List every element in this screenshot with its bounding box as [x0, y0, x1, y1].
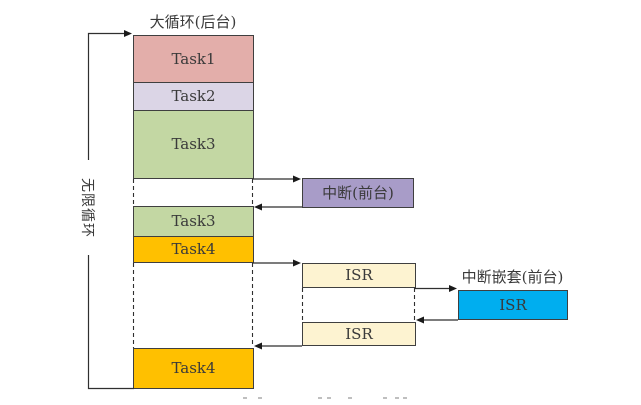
task3-block: Task3 [133, 110, 254, 179]
task4-block: Task4 [133, 236, 254, 263]
task2-block: Task2 [133, 82, 254, 111]
isr-return-arrowhead [254, 342, 262, 350]
task3-resumed-label: Task3 [171, 212, 216, 230]
infinite-loop-label: 无限循环 [77, 160, 99, 255]
nested-return-arrowhead [416, 316, 424, 324]
isr-resumed-block: ISR [302, 322, 416, 346]
task4-resumed-block: Task4 [133, 348, 254, 389]
task1-label: Task1 [171, 49, 216, 68]
task3-label: Task3 [171, 135, 216, 153]
task4-resumed-label: Task4 [171, 359, 216, 377]
isr-first-block: ISR [302, 263, 416, 288]
task4-to-isr-arrowhead [293, 259, 301, 267]
isr-first-label: ISR [345, 266, 373, 284]
isr-resumed-label: ISR [345, 324, 373, 343]
task1-block: Task1 [133, 35, 254, 83]
interrupt-return-arrowhead [254, 203, 262, 211]
task4-label: Task4 [171, 240, 216, 258]
interrupt-foreground-label: 中断(前台) [322, 183, 394, 202]
task3-resumed-block: Task3 [133, 206, 254, 237]
task2-label: Task2 [171, 87, 216, 105]
task3-to-interrupt-arrowhead [293, 175, 301, 183]
background-loop-title: 大循环(后台) [149, 13, 237, 31]
interrupt-nesting-title: 中断嵌套(前台) [461, 268, 564, 286]
infinite-loop-label-text: 无限循环 [79, 177, 95, 238]
interrupt-foreground-block: 中断(前台) [302, 178, 414, 208]
isr-nested-block: ISR [458, 290, 568, 320]
isr-nested-label: ISR [499, 295, 527, 314]
